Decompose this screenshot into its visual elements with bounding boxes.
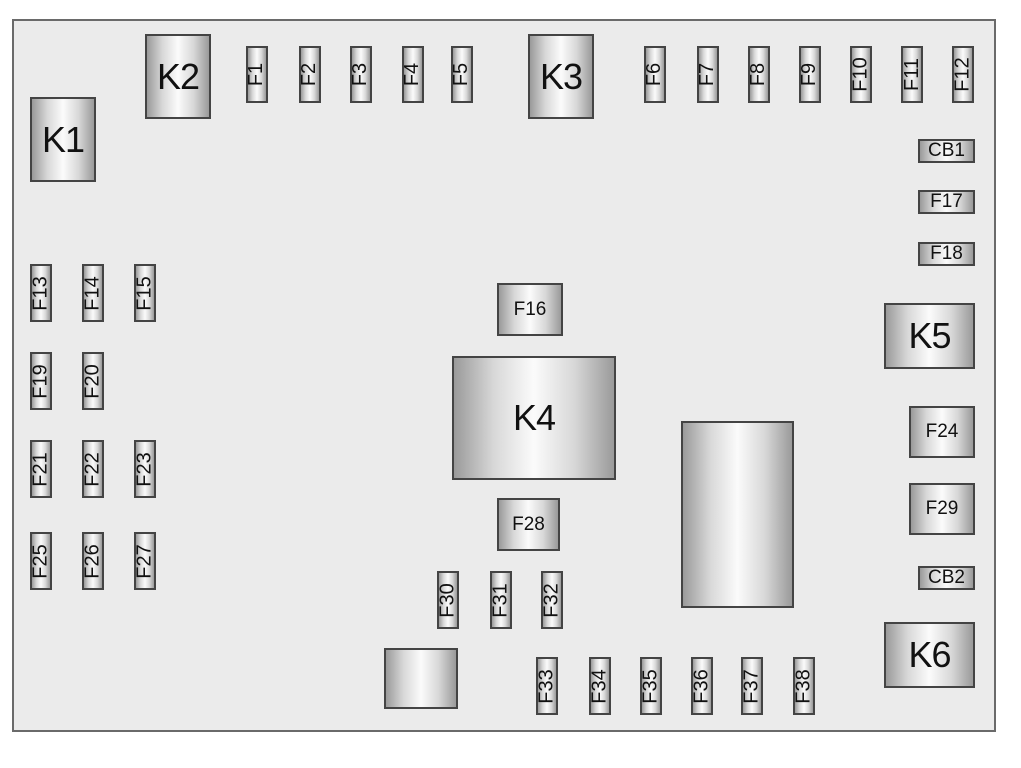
- fuse-label: F20: [81, 363, 104, 399]
- fuse-label: F34: [588, 668, 611, 704]
- fuse-f25: F25: [30, 532, 52, 590]
- relay-k2: K2: [145, 34, 211, 119]
- fuse-f30: F30: [437, 571, 459, 629]
- fuse-f31: F31: [490, 571, 512, 629]
- fuse-label: F36: [690, 668, 713, 704]
- fuse-label: F27: [133, 543, 156, 579]
- fuse-label: F18: [930, 243, 963, 264]
- breaker-label: CB2: [928, 567, 965, 588]
- fuse-f4: F4: [402, 46, 424, 103]
- relay-k4: K4: [452, 356, 616, 480]
- fuse-label: F16: [513, 298, 547, 320]
- fuse-label: F38: [792, 668, 815, 704]
- fuse-f19: F19: [30, 352, 52, 410]
- fuse-label: F3: [349, 62, 372, 87]
- circuit-breaker-cb1: CB1: [918, 139, 975, 163]
- fuse-label: F1: [245, 62, 268, 87]
- fuse-label: F22: [81, 451, 104, 487]
- fuse-label: F30: [436, 582, 459, 618]
- fuse-label: F6: [643, 62, 666, 87]
- fuse-f10: F10: [850, 46, 872, 103]
- fuse-f2: F2: [299, 46, 321, 103]
- fuse-f8: F8: [748, 46, 770, 103]
- relay-k1: K1: [30, 97, 96, 182]
- fuse-f20: F20: [82, 352, 104, 410]
- unlabeled-small-component: [384, 648, 458, 709]
- fuse-f11: F11: [901, 46, 923, 103]
- fuse-f36: F36: [691, 657, 713, 715]
- fuse-f13: F13: [30, 264, 52, 322]
- fuse-label: F33: [535, 668, 558, 704]
- fuse-label: F25: [29, 543, 52, 579]
- fuse-label: F7: [696, 62, 719, 87]
- fuse-f35: F35: [640, 657, 662, 715]
- fuse-label: F8: [747, 62, 770, 87]
- fuse-f7: F7: [697, 46, 719, 103]
- relay-label: K2: [156, 55, 200, 97]
- fuse-label: F12: [951, 57, 974, 92]
- relay-label: K4: [512, 397, 556, 438]
- fuse-f34: F34: [589, 657, 611, 715]
- fuse-f17: F17: [918, 190, 975, 214]
- fuse-label: F35: [639, 668, 662, 704]
- fuse-f24: F24: [909, 406, 975, 458]
- fuse-label: F26: [81, 543, 104, 579]
- fuse-label: F21: [29, 451, 52, 487]
- fuse-f28: F28: [497, 498, 560, 551]
- fuse-f3: F3: [350, 46, 372, 103]
- fuse-f22: F22: [82, 440, 104, 498]
- relay-label: K5: [908, 315, 951, 356]
- fuse-f38: F38: [793, 657, 815, 715]
- fuse-label: F24: [925, 421, 959, 442]
- fuse-f6: F6: [644, 46, 666, 103]
- relay-label: K6: [908, 634, 951, 675]
- fuse-f16: F16: [497, 283, 563, 336]
- fuse-f14: F14: [82, 264, 104, 322]
- fuse-label: F5: [450, 62, 473, 87]
- relay-label: K1: [41, 118, 85, 160]
- fuse-f27: F27: [134, 532, 156, 590]
- fuse-label: F17: [930, 191, 963, 212]
- fuse-label: F10: [849, 57, 872, 92]
- fuse-label: F32: [540, 582, 563, 618]
- fuse-label: F19: [29, 363, 52, 399]
- fuse-f12: F12: [952, 46, 974, 103]
- breaker-label: CB1: [928, 140, 965, 161]
- fuse-f18: F18: [918, 242, 975, 266]
- fuse-label: F14: [81, 275, 104, 311]
- fuse-f32: F32: [541, 571, 563, 629]
- relay-k3: K3: [528, 34, 594, 119]
- fuse-label: F29: [925, 498, 959, 519]
- fuse-f9: F9: [799, 46, 821, 103]
- fuse-f21: F21: [30, 440, 52, 498]
- fuse-label: F11: [900, 58, 923, 91]
- unlabeled-large-component: [681, 421, 794, 608]
- fuse-label: F37: [740, 668, 763, 704]
- fuse-label: F13: [29, 275, 52, 311]
- relay-k6: K6: [884, 622, 975, 688]
- fuse-f1: F1: [246, 46, 268, 103]
- fuse-f23: F23: [134, 440, 156, 498]
- fuse-label: F9: [798, 62, 821, 87]
- relay-k5: K5: [884, 303, 975, 369]
- fuse-f26: F26: [82, 532, 104, 590]
- fuse-f33: F33: [536, 657, 558, 715]
- circuit-breaker-cb2: CB2: [918, 566, 975, 590]
- fuse-f37: F37: [741, 657, 763, 715]
- relay-label: K3: [539, 55, 583, 97]
- fuse-label: F2: [298, 62, 321, 87]
- fuse-f15: F15: [134, 264, 156, 322]
- fuse-f29: F29: [909, 483, 975, 535]
- fuse-label: F28: [512, 513, 545, 535]
- fuse-label: F23: [133, 451, 156, 487]
- fuse-label: F4: [401, 62, 424, 87]
- fuse-f5: F5: [451, 46, 473, 103]
- fuse-label: F15: [133, 275, 156, 311]
- fuse-label: F31: [489, 582, 512, 618]
